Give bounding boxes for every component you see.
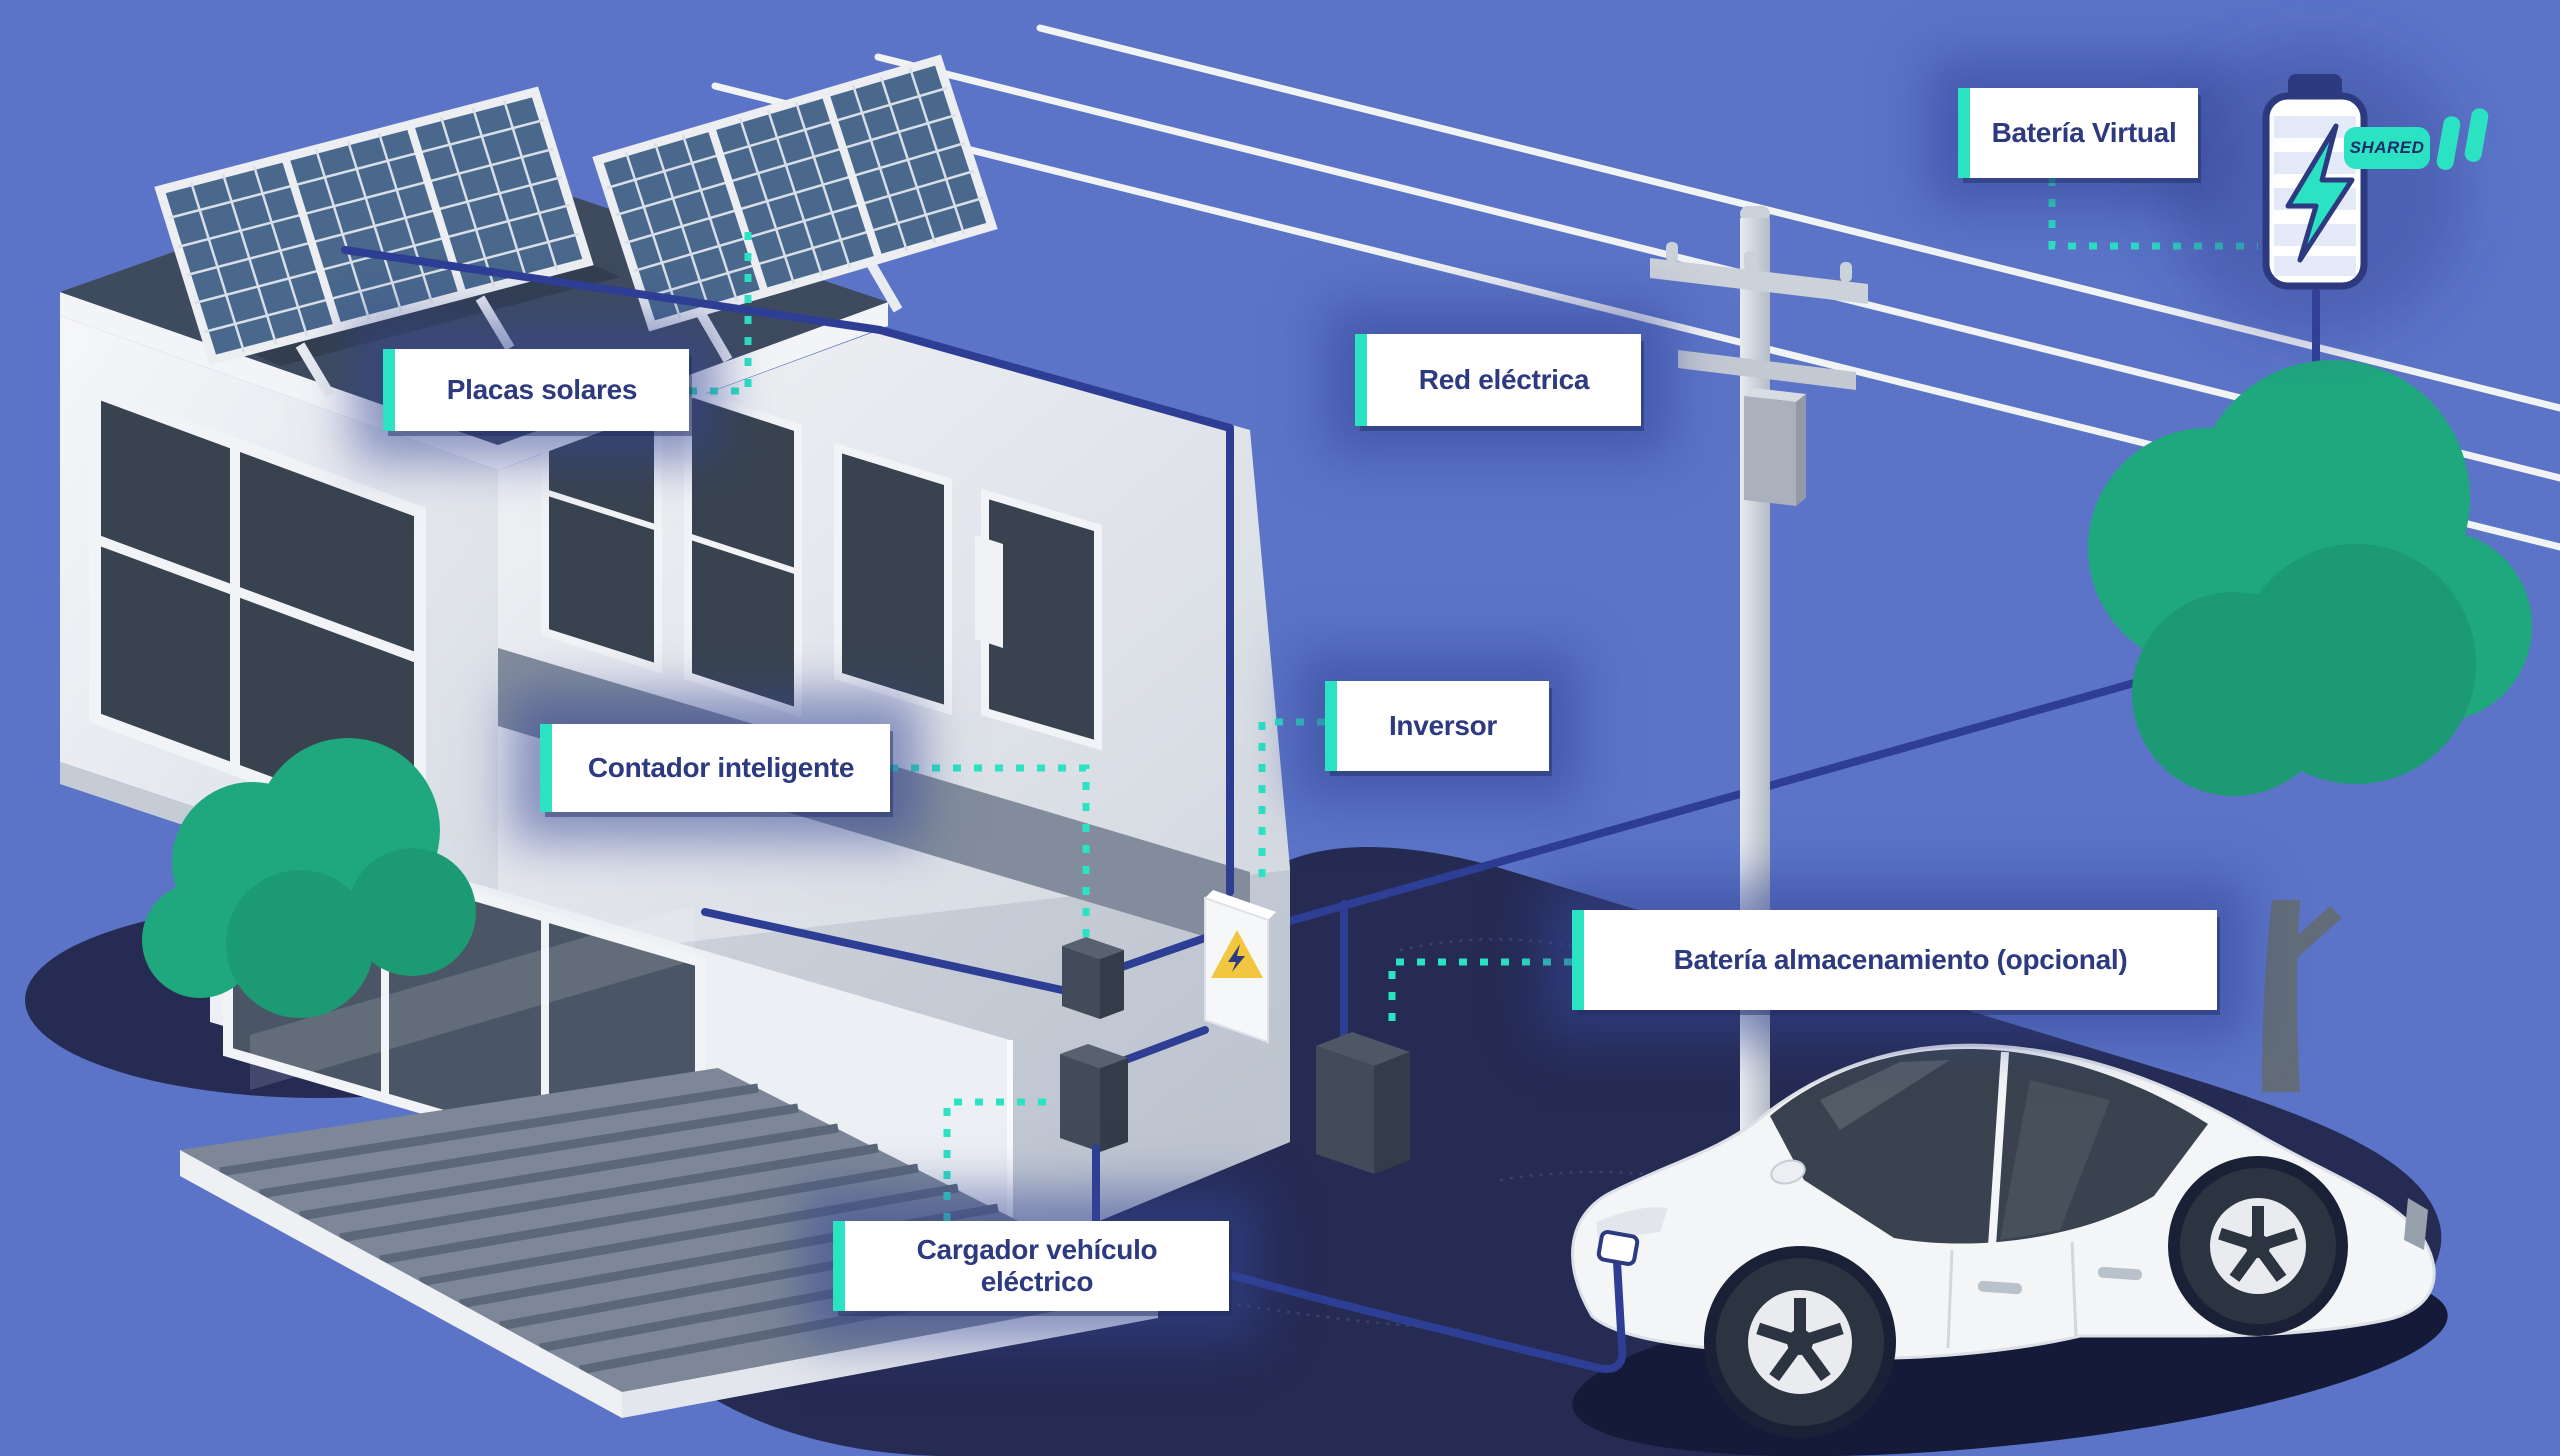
lightning-bolt-icon xyxy=(2285,123,2355,263)
house-wiring xyxy=(341,246,1348,1066)
door-handle xyxy=(2097,1266,2142,1281)
pole-peg xyxy=(1840,262,1852,282)
label-contador-inteligente: Contador inteligente xyxy=(540,724,890,812)
label-text: Cargador vehículo eléctrico xyxy=(916,1234,1158,1297)
storage-battery-box xyxy=(1316,1032,1410,1174)
shared-badge: SHARED xyxy=(2344,127,2430,169)
shared-slashes-icon xyxy=(2436,108,2489,170)
side-mirror xyxy=(1770,1159,1806,1185)
label-red-electrica: Red eléctrica xyxy=(1355,334,1641,426)
solar-array-right xyxy=(592,54,998,363)
door-line xyxy=(1946,1249,1954,1349)
ev-car xyxy=(1571,1043,2448,1456)
inverter-box xyxy=(1204,890,1276,1044)
virtual-battery-icon xyxy=(2165,40,2489,340)
car-glass xyxy=(1770,1049,2208,1244)
label-placas-solares: Placas solares xyxy=(383,349,689,431)
panel-shadow xyxy=(250,263,620,366)
dashed-connector-contador xyxy=(890,764,1090,944)
transformer-box xyxy=(1744,388,1806,506)
charge-port xyxy=(1596,1230,1640,1266)
balcony-door xyxy=(975,535,1003,648)
dashed-connectors xyxy=(689,178,2258,1221)
left-wall-window xyxy=(89,383,426,847)
wire-inverter-to-charger xyxy=(1116,1026,1209,1066)
label-text: Batería almacenamiento (opcional) xyxy=(1673,944,2128,975)
dashed-connector-inversor xyxy=(1258,718,1325,880)
label-cargador-vehiculo: Cargador vehículo eléctrico xyxy=(833,1221,1229,1311)
label-text: Inversor xyxy=(1388,710,1498,741)
solar-array-left xyxy=(154,86,594,398)
ev-charger-box xyxy=(1060,1044,1128,1152)
label-text: Red eléctrica xyxy=(1418,364,1590,395)
door-handle xyxy=(1977,1280,2022,1295)
tree xyxy=(2088,360,2532,1092)
pole-peg xyxy=(1744,251,1756,271)
door-line xyxy=(2070,1241,2078,1337)
deck xyxy=(180,1068,1158,1418)
tail-light xyxy=(2404,1198,2428,1250)
label-text: Contador inteligente xyxy=(587,752,855,783)
wire-wall-to-meter xyxy=(701,908,1066,994)
pole-peg xyxy=(1666,242,1678,262)
smart-meter-box xyxy=(1062,937,1124,1019)
rear-wheel xyxy=(2168,1156,2348,1336)
wire-panels-to-inverter xyxy=(341,246,1234,896)
label-inversor: Inversor xyxy=(1325,681,1549,771)
upper-windows xyxy=(541,342,1102,751)
front-wheel xyxy=(1704,1246,1896,1438)
label-text: Placas solares xyxy=(446,374,638,405)
roof-fascia xyxy=(60,292,888,470)
label-bateria-almacenamiento: Batería almacenamiento (opcional) xyxy=(1572,910,2217,1010)
crossarm-upper xyxy=(1650,258,1868,304)
label-bateria-virtual: Batería Virtual xyxy=(1958,88,2198,178)
crossarm-lower xyxy=(1678,350,1856,390)
warning-icon xyxy=(1211,930,1263,978)
bush xyxy=(142,738,476,1018)
dashed-connector-bateria-virtual xyxy=(2048,178,2258,250)
label-text: Batería Virtual xyxy=(1991,117,2177,148)
